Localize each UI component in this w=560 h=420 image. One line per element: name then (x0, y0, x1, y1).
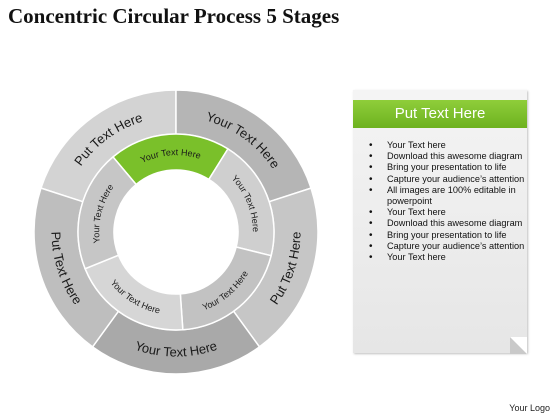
bullet-item: Your Text here (359, 207, 525, 218)
logo-text: Your Logo (509, 403, 550, 413)
bullet-item: Download this awesome diagram (359, 151, 525, 162)
bullet-item: Capture your audience’s attention (359, 174, 525, 185)
page-title: Concentric Circular Process 5 Stages (8, 4, 340, 28)
bullet-item: Your Text here (359, 140, 525, 151)
bullet-item: Bring your presentation to life (359, 230, 525, 241)
bullet-item: Bring your presentation to life (359, 162, 525, 173)
text-panel: Put Text Here Your Text here Download th… (353, 90, 527, 353)
bullet-item: Download this awesome diagram (359, 218, 525, 229)
bullet-item: Your Text here (359, 252, 525, 263)
bullet-list: Your Text here Download this awesome dia… (359, 140, 525, 263)
center-hole (114, 170, 238, 294)
outer-segment-label: Your Text Here (133, 338, 219, 360)
page-curl-icon (510, 337, 527, 354)
panel-heading: Put Text Here (353, 100, 527, 128)
bullet-item: All images are 100% editable in powerpoi… (359, 185, 525, 207)
bullet-item: Capture your audience’s attention (359, 241, 525, 252)
